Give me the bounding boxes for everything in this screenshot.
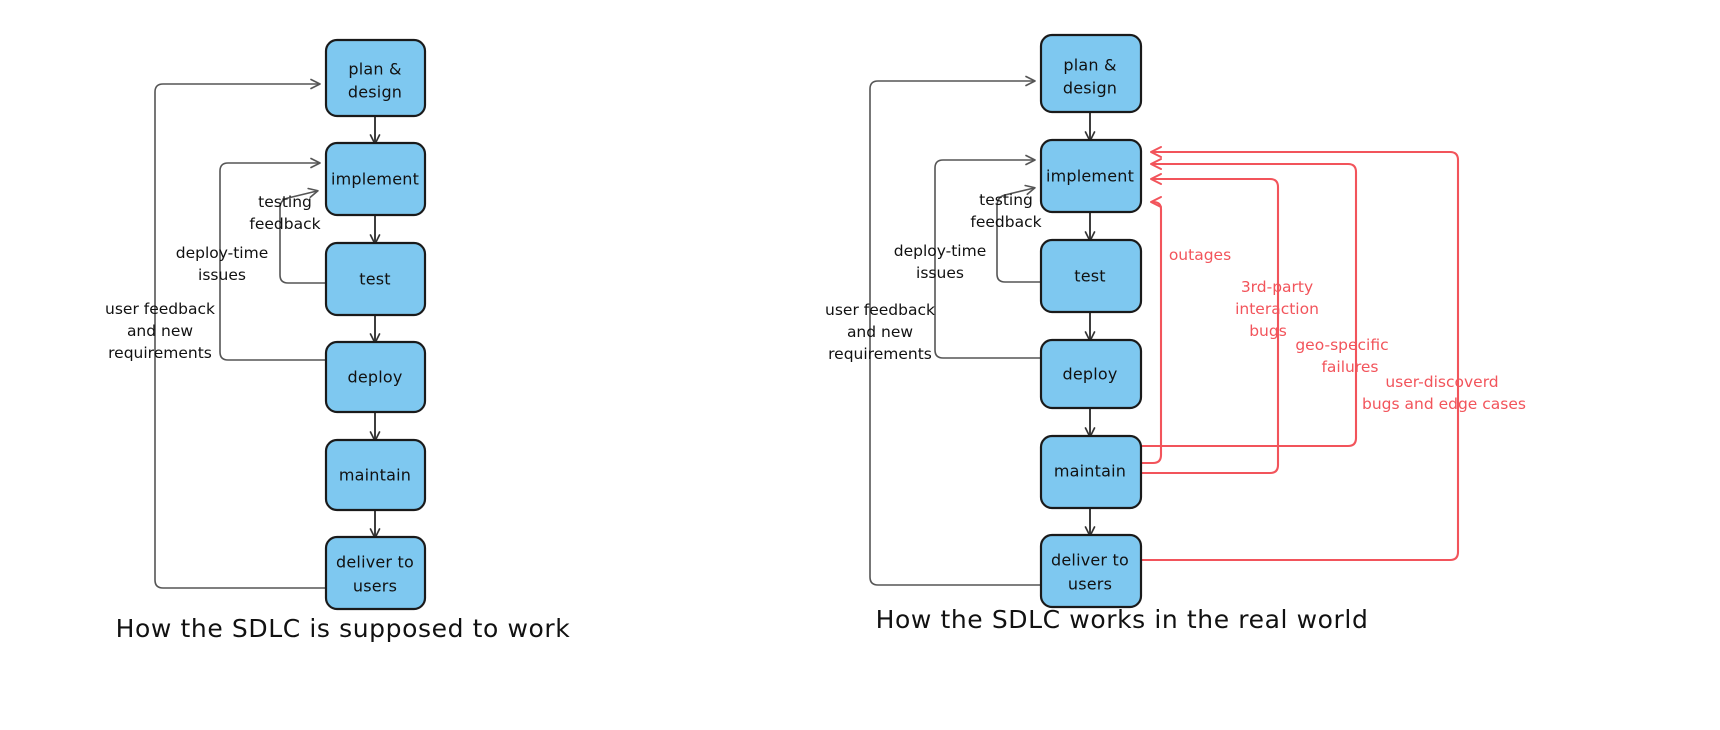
label-testing-feedback-line1: testing (979, 191, 1033, 209)
node-label-plan-design-line2: design (348, 83, 402, 102)
node-label-maintain: maintain (339, 466, 411, 485)
node-label-implement: implement (1046, 167, 1134, 186)
label-user-feedback-line3: requirements (108, 344, 212, 362)
arrow-user-feedback (869, 75, 1043, 586)
left-node-deploy[interactable]: deploy (324, 340, 427, 414)
arrow-geo-specific-failures (1138, 158, 1358, 448)
left-edge-labels: testing feedback deploy-time issues user… (105, 193, 321, 362)
arrow-third-party-bugs (1138, 173, 1280, 475)
label-user-feedback-line1: user feedback (825, 301, 935, 319)
arrow-user-discovered-bugs (1138, 146, 1460, 562)
right-problem-labels: outages 3rd-party interaction bugs geo-s… (1169, 246, 1526, 413)
left-node-maintain[interactable]: maintain (324, 438, 427, 512)
right-node-deliver-to-users[interactable]: deliver to users (1039, 533, 1143, 609)
node-rect-deploy[interactable] (1039, 338, 1143, 410)
label-deploy-time-issues-line1: deploy-time (894, 242, 987, 260)
arrow-user-feedback (154, 78, 328, 589)
node-label-deliver-line2: users (353, 577, 397, 596)
node-label-implement: implement (331, 170, 419, 189)
label-testing-feedback-line1: testing (258, 193, 312, 211)
label-outages: outages (1169, 246, 1231, 264)
right-feedback-arrows (869, 75, 1043, 586)
right-node-plan-design[interactable]: plan & design (1039, 33, 1143, 114)
node-label-test: test (359, 270, 391, 289)
node-rect-maintain[interactable] (324, 438, 427, 512)
node-label-deliver-line1: deliver to (336, 553, 414, 572)
node-label-plan-design-line2: design (1063, 79, 1117, 98)
right-edge-labels: testing feedback deploy-time issues user… (825, 191, 1042, 363)
node-rect-implement[interactable] (324, 141, 427, 217)
arrow-testing-feedback (996, 184, 1043, 283)
right-caption: How the SDLC works in the real world (876, 605, 1369, 634)
node-label-test: test (1074, 267, 1106, 286)
node-label-plan-design-line1: plan & (348, 60, 401, 79)
label-user-discovered-line2: bugs and edge cases (1362, 395, 1526, 413)
arrow-deploy-time-issues (934, 154, 1043, 359)
right-diagram-panel: testing feedback deploy-time issues user… (825, 0, 1720, 730)
left-feedback-arrows (154, 78, 328, 589)
right-node-test[interactable]: test (1039, 238, 1143, 314)
right-node-maintain[interactable]: maintain (1039, 434, 1143, 510)
label-user-feedback-line3: requirements (828, 345, 932, 363)
label-deploy-time-issues-line1: deploy-time (176, 244, 269, 262)
label-testing-feedback-line2: feedback (249, 215, 320, 233)
node-label-deploy: deploy (347, 368, 402, 387)
node-rect-plan-design[interactable] (324, 38, 427, 118)
node-rect-maintain[interactable] (1039, 434, 1143, 510)
label-geo-specific-line2: failures (1321, 358, 1378, 376)
right-problem-arrows (1138, 146, 1460, 562)
node-rect-deploy[interactable] (324, 340, 427, 414)
label-deploy-time-issues-line2: issues (916, 264, 964, 282)
label-third-party-line3: bugs (1249, 322, 1287, 340)
node-label-deliver-line1: deliver to (1051, 551, 1129, 570)
label-user-feedback-line2: and new (847, 323, 913, 341)
right-node-implement[interactable]: implement (1039, 138, 1143, 214)
node-label-deploy: deploy (1062, 365, 1117, 384)
left-node-deliver-to-users[interactable]: deliver to users (324, 535, 427, 611)
node-rect-implement[interactable] (1039, 138, 1143, 214)
label-third-party-line1: 3rd-party (1241, 278, 1313, 296)
arrow-testing-feedback (279, 187, 328, 284)
node-label-maintain: maintain (1054, 462, 1126, 481)
label-third-party-line2: interaction (1235, 300, 1319, 318)
left-node-implement[interactable]: implement (324, 141, 427, 217)
left-diagram-panel: testing feedback deploy-time issues user… (0, 0, 840, 730)
label-user-feedback-line1: user feedback (105, 300, 215, 318)
right-node-deploy[interactable]: deploy (1039, 338, 1143, 410)
node-label-deliver-line2: users (1068, 575, 1112, 594)
arrow-deploy-time-issues (219, 157, 328, 361)
label-geo-specific-line1: geo-specific (1295, 336, 1388, 354)
label-user-feedback-line2: and new (127, 322, 193, 340)
node-rect-plan-design[interactable] (1039, 33, 1143, 114)
node-rect-test[interactable] (1039, 238, 1143, 314)
label-testing-feedback-line2: feedback (970, 213, 1041, 231)
arrow-outages (1138, 196, 1163, 465)
node-rect-deliver-to-users[interactable] (324, 535, 427, 611)
left-node-test[interactable]: test (324, 241, 427, 317)
label-user-discovered-line1: user-discoverd (1385, 373, 1498, 391)
left-caption: How the SDLC is supposed to work (116, 614, 571, 643)
node-rect-deliver-to-users[interactable] (1039, 533, 1143, 609)
node-label-plan-design-line1: plan & (1063, 56, 1116, 75)
node-rect-test[interactable] (324, 241, 427, 317)
left-node-plan-design[interactable]: plan & design (324, 38, 427, 118)
label-deploy-time-issues-line2: issues (198, 266, 246, 284)
